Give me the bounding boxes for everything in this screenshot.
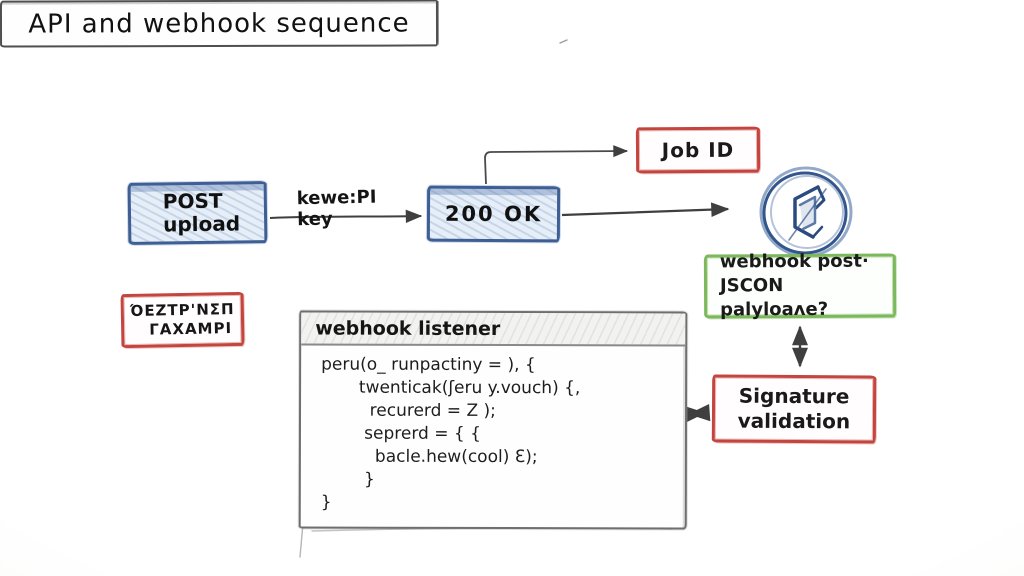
arrow-api-key <box>269 209 423 223</box>
signature-line1: Signature <box>738 383 850 409</box>
code-window-title: webhook listener <box>315 317 501 340</box>
code-line: twenticak(ʃeru y.vouch) {, <box>321 377 581 399</box>
api-key-arrow-label: kewe:PI key <box>296 186 377 231</box>
code-line: } <box>320 469 375 490</box>
signature-line2: validation <box>737 408 851 434</box>
code-line: seprerd = { { <box>320 423 481 444</box>
service-logo-icon <box>759 166 853 258</box>
code-body: peru(o_ runpactiny = ), { twenticak(ʃeru… <box>301 345 685 515</box>
node-retry-garbled: ΌΕΖΤΡ'ΝΣΠ ΓΑΧΑΜΡΙ <box>120 291 245 349</box>
webhook-post-line1: webhook post· <box>719 250 869 273</box>
arrow-to-service <box>561 202 730 218</box>
node-200-ok: 200 OK <box>426 185 561 243</box>
retry-line1: ΌΕΖΤΡ'ΝΣΠ <box>129 299 235 321</box>
code-line: recurerd = Z ); <box>320 400 496 422</box>
status-ok-label: 200 OK <box>444 201 543 227</box>
webhook-post-line2: JSCON palyloaʌe? <box>719 275 829 321</box>
code-window-titlebar: webhook listener <box>301 312 686 347</box>
node-webhook-post: webhook post· JSCON palyloaʌe? <box>703 250 897 320</box>
code-line: bacle.hew(cool) Ɛ); <box>320 446 538 468</box>
arrow-listener-signature <box>683 403 711 424</box>
post-upload-line1: POST <box>162 188 223 214</box>
node-signature-validation: Signature validation <box>711 374 877 444</box>
job-id-label: Job ID <box>661 137 735 163</box>
arrow-job-id <box>484 145 629 185</box>
post-upload-line2: upload <box>162 211 241 237</box>
webhook-listener-window: webhook listener peru(o_ runpactiny = ),… <box>298 310 688 530</box>
code-line: } <box>320 492 332 513</box>
node-post-upload: POST upload <box>127 181 268 245</box>
node-job-id: Job ID <box>635 126 761 174</box>
retry-line2: ΓΑΧΑΜΡΙ <box>149 319 233 339</box>
code-line: peru(o_ runpactiny = ), { <box>321 354 536 376</box>
